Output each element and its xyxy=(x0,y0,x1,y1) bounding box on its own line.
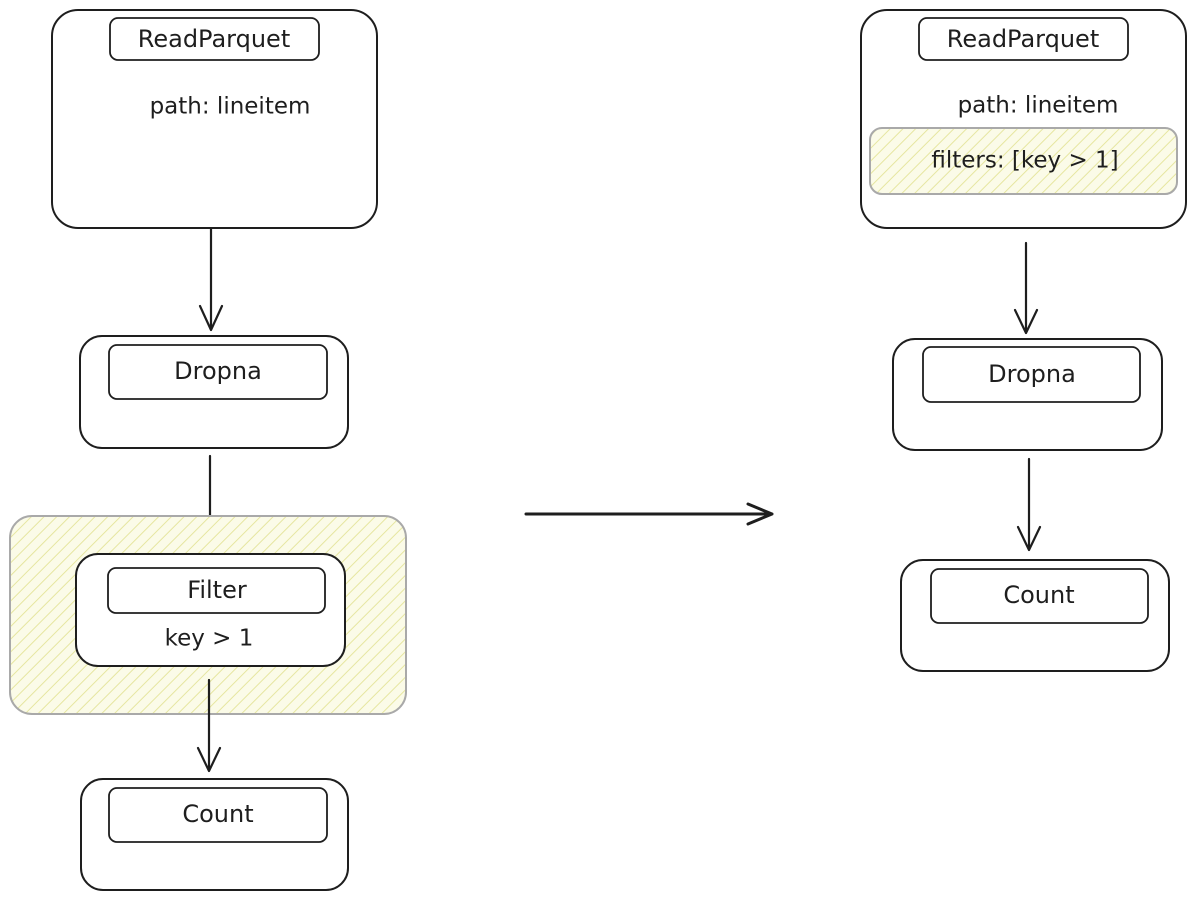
after-readparquet-title: ReadParquet xyxy=(947,25,1099,53)
after-dropna-node[interactable]: Dropna xyxy=(892,338,1163,451)
before-plan: ReadParquet path: lineitem Dropna Filter… xyxy=(9,9,407,891)
after-readparquet-node[interactable]: ReadParquet path: lineitem filters: [key… xyxy=(860,9,1187,229)
before-dropna-title: Dropna xyxy=(174,357,262,385)
before-edge-filter-count xyxy=(196,678,222,773)
transform-arrow xyxy=(524,502,774,526)
before-filter-node[interactable]: Filter key > 1 xyxy=(75,553,346,667)
after-count-title: Count xyxy=(1003,581,1074,609)
before-count-title: Count xyxy=(182,800,253,828)
before-edge-readparquet-dropna xyxy=(198,227,224,332)
before-readparquet-title: ReadParquet xyxy=(138,25,290,53)
before-count-node[interactable]: Count xyxy=(80,778,349,891)
before-readparquet-path: path: lineitem xyxy=(150,94,311,120)
before-readparquet-node[interactable]: ReadParquet path: lineitem xyxy=(51,9,378,229)
after-readparquet-path: path: lineitem xyxy=(958,93,1119,119)
before-filter-title: Filter xyxy=(187,576,247,604)
after-filters-highlight xyxy=(869,127,1178,195)
after-plan: ReadParquet path: lineitem filters: [key… xyxy=(860,9,1187,672)
before-filter-predicate: key > 1 xyxy=(165,626,254,652)
after-readparquet-filters: filters: [key > 1] xyxy=(931,148,1118,174)
after-edge-readparquet-dropna xyxy=(1013,241,1039,335)
after-count-node[interactable]: Count xyxy=(900,559,1170,672)
before-dropna-node[interactable]: Dropna xyxy=(79,335,349,449)
after-dropna-title: Dropna xyxy=(988,360,1076,388)
after-edge-dropna-count xyxy=(1016,457,1042,552)
